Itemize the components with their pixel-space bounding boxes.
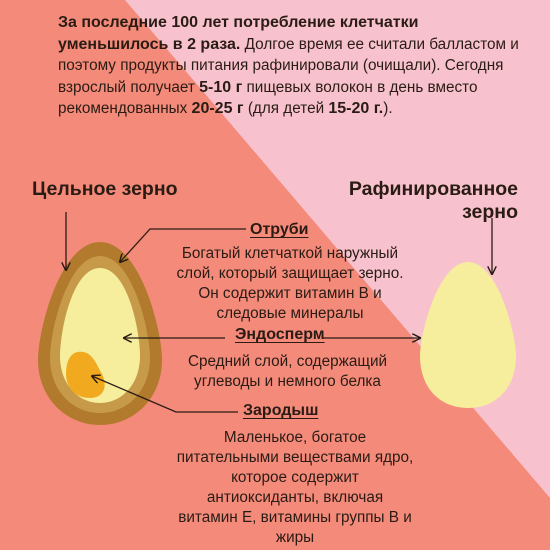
bran-description: Богатый клетчаткой наружный слой, которы… [176,245,404,322]
bran-title: Отруби [250,221,309,238]
germ-description: Маленькое, богатое питательными вещества… [176,429,414,546]
whole-grain-illustration [38,242,162,425]
endosperm-title: Эндосперм [235,326,325,343]
intro-text: Долгое время ее считали балластом и поэт… [58,35,519,96]
refined-grain-title: Рафинированное зерно [348,178,518,223]
refined-grain-illustration [420,262,516,408]
intro-paragraph: За последние 100 лет потребление клетчат… [58,12,528,120]
children-fiber-amount: 15-20 г. [328,100,384,117]
intro-text-mid: пищевых волокон в день вместо рекомендов… [58,78,478,118]
adult-fiber-amount: 5-10 г [199,78,243,96]
intro-children-suffix: ). [383,100,393,117]
germ-title: Зародыш [243,402,319,419]
intro-headline: За последние 100 лет потребление клетчат… [58,14,419,53]
recommended-fiber-amount: 20-25 г [191,100,244,117]
whole-grain-title: Цельное зерно [32,178,178,200]
endosperm-description: Средний слой, содержащий углеводы и немн… [187,353,388,390]
intro-children-prefix: (для детей [243,100,329,117]
